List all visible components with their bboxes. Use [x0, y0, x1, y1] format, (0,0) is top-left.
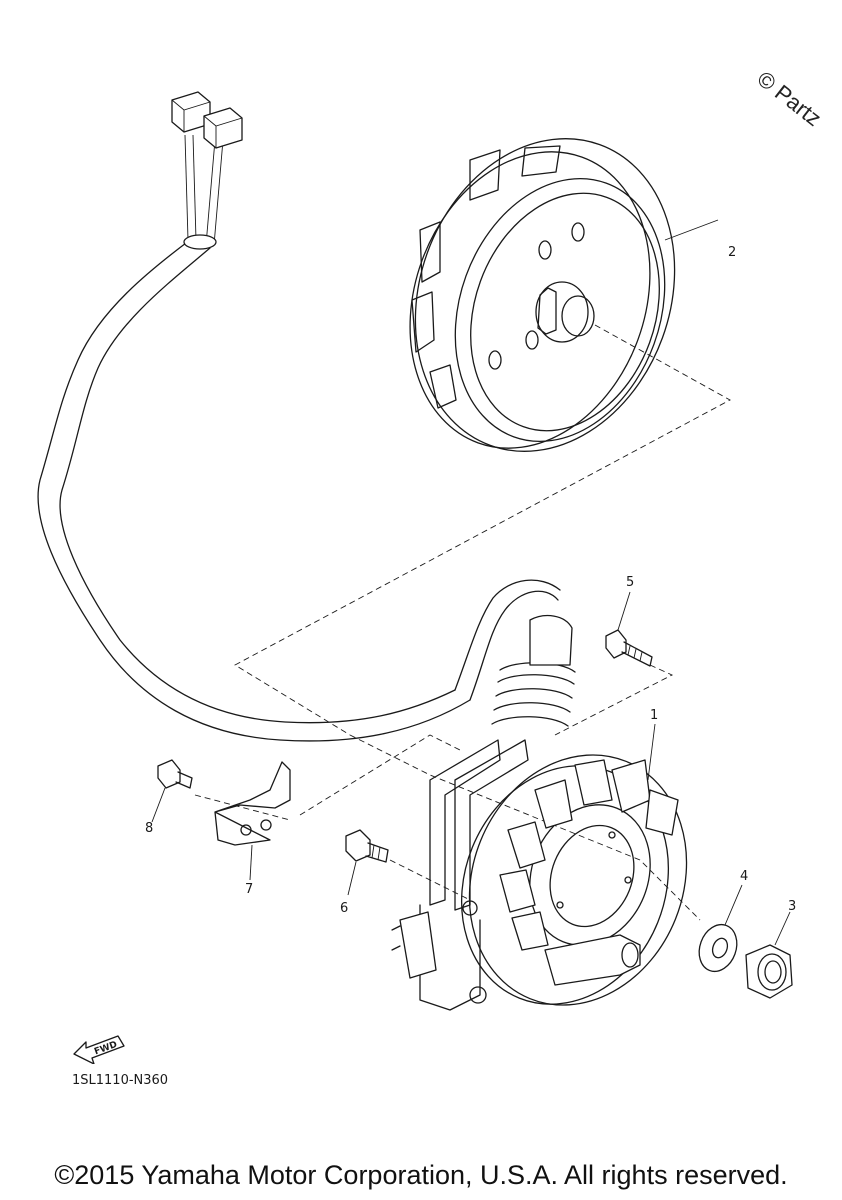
part-code: 1SL1110-N360 [72, 1073, 169, 1088]
bolt-5 [605, 629, 653, 667]
leader-1 [647, 723, 656, 781]
bracket-7 [214, 761, 291, 846]
wire-connector-right [203, 107, 243, 149]
callout-6: 6 [340, 901, 348, 916]
stator-assembly [391, 614, 688, 1011]
callout-8: 8 [145, 821, 153, 836]
rotor-flywheel [409, 138, 676, 452]
fwd-label: FWD [93, 1040, 119, 1057]
guide-line-stator [349, 734, 701, 921]
nut-3 [745, 944, 793, 999]
wire-harness [37, 134, 561, 742]
leader-8 [151, 787, 166, 823]
callout-3: 3 [788, 899, 796, 914]
callout-2: 2 [728, 245, 736, 260]
washer-4 [698, 923, 738, 973]
leader-2 [664, 219, 719, 241]
leader-6 [347, 861, 357, 896]
guide-line-bolt8 [194, 794, 291, 821]
fwd-arrow-icon: FWD [73, 1035, 125, 1064]
callout-5: 5 [626, 575, 634, 590]
leader-4 [724, 884, 743, 926]
copyright-notice: ©2015 Yamaha Motor Corporation, U.S.A. A… [54, 1160, 788, 1190]
bolt-6 [345, 829, 389, 863]
leader-5 [617, 591, 631, 631]
guide-line-rotor [234, 324, 731, 736]
leader-7 [249, 844, 253, 881]
callout-1: 1 [650, 708, 658, 723]
callout-4: 4 [740, 869, 748, 884]
leader-3 [774, 911, 791, 946]
bolt-8 [157, 759, 193, 789]
guide-line-bolt5 [554, 664, 674, 736]
callout-7: 7 [245, 882, 253, 897]
guide-line-bracket [299, 734, 461, 816]
